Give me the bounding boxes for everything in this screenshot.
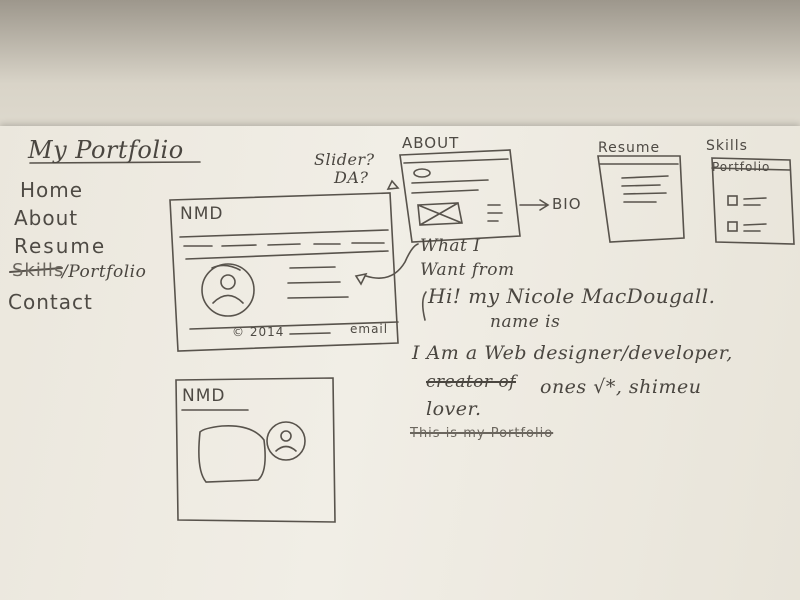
- thumbnail-box-icon: [727, 221, 738, 232]
- avatar-circle-icon: [201, 263, 255, 317]
- portfolio-page-label: Portfolio: [712, 160, 771, 174]
- note-want-line1: What I: [420, 236, 481, 256]
- resume-page-wireframe: [597, 155, 685, 243]
- skills-page-label: Skills: [706, 138, 748, 154]
- bio-label: BIO: [552, 195, 582, 213]
- note-intro-line4-strike: creator of: [426, 372, 516, 392]
- nav-item-about: About: [14, 206, 79, 230]
- main-wireframe: [169, 192, 399, 352]
- note-da: DA?: [334, 168, 369, 187]
- second-wireframe-logo: NMD: [182, 386, 226, 406]
- nav-item-portfolio: /Portfolio: [62, 262, 147, 282]
- note-slider: Slider?: [314, 150, 375, 169]
- note-want-line2: Want from: [420, 260, 515, 280]
- nav-item-home: Home: [20, 178, 84, 202]
- about-page-label: ABOUT: [402, 134, 460, 152]
- second-wireframe: [175, 377, 336, 523]
- wireframe-footer-copyright: © 2014: [232, 325, 285, 339]
- note-intro-line1: Hi! my Nicole MacDougall.: [428, 284, 716, 308]
- note-intro-line2: name is: [490, 312, 561, 332]
- skills-page-wireframe: [711, 157, 795, 245]
- page-title: My Portfolio: [28, 136, 184, 164]
- wireframe-footer-email: email: [350, 322, 389, 336]
- nav-item-skills: Skills: [12, 260, 65, 281]
- wireframe-logo: NMD: [180, 204, 224, 224]
- note-strike-portfolio: This is my Portfolio: [410, 426, 554, 441]
- resume-page-label: Resume: [598, 140, 661, 156]
- about-page-wireframe: [399, 149, 550, 243]
- note-intro-line5: lover.: [426, 398, 482, 420]
- title-underline: [29, 161, 201, 164]
- skills-strike: [9, 267, 63, 273]
- arrow-marker-icon: [354, 272, 368, 286]
- avatar-circle-icon: [266, 421, 306, 461]
- thumbnail-box-icon: [727, 195, 738, 206]
- note-intro-line4-rest: ones √*, shimeu: [540, 376, 702, 398]
- nav-item-contact: Contact: [8, 290, 93, 314]
- speech-bubble-icon: [198, 424, 266, 483]
- note-intro-line3: I Am a Web designer/developer,: [412, 342, 733, 364]
- nav-item-resume: Resume: [14, 234, 107, 258]
- notebook-page: [0, 126, 800, 600]
